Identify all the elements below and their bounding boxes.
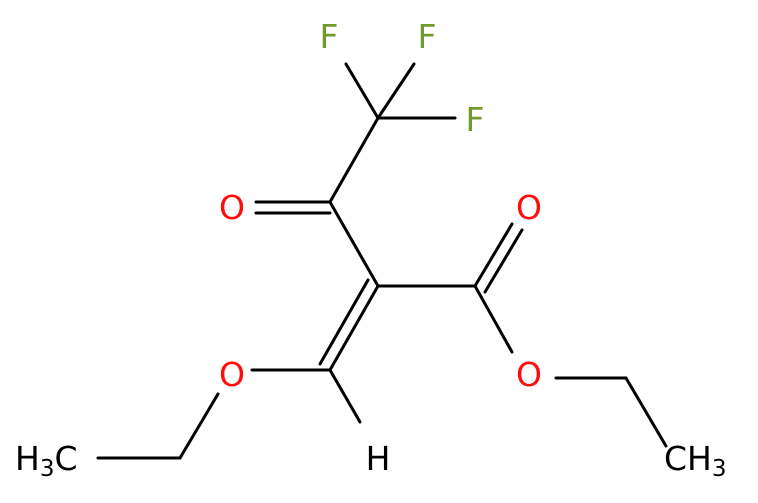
atom-labels: F F F O O O O H H3C CH3 <box>15 17 727 482</box>
bond-ester-c-o <box>473 284 514 354</box>
atom-ch3-left-sub: 3 <box>40 456 55 482</box>
atom-ch3-right-sub: 3 <box>712 456 727 482</box>
atom-o-ester: O <box>516 355 542 394</box>
bond-cf3-f1 <box>344 62 380 120</box>
bond-ester-co-1 <box>473 222 514 288</box>
atom-o-ester-carbonyl: O <box>516 188 542 227</box>
atom-ch3-right-ch: CH <box>664 439 712 478</box>
bond-ketone-central <box>328 200 380 288</box>
bond-ch2-ch3-right <box>624 376 668 448</box>
bond-cf3-ketone-c <box>328 116 380 204</box>
bond-cf3-f2 <box>376 62 416 120</box>
bond-ester-co-2 <box>483 228 524 294</box>
atom-o-ether: O <box>219 355 245 394</box>
atom-ch3-left-h: H <box>15 439 40 478</box>
bond-cc-double-2 <box>318 278 370 366</box>
atom-f2: F <box>418 17 437 56</box>
bond-ether-o-ch2 <box>178 392 220 460</box>
atom-h-vinyl: H <box>366 439 391 478</box>
atom-o-ketone: O <box>219 188 245 227</box>
atom-ch3-right: CH3 <box>664 439 727 482</box>
bonds <box>96 62 668 460</box>
atom-f3: F <box>466 100 485 139</box>
atom-ch3-left-c: C <box>54 439 77 478</box>
bond-vinyl-h <box>328 368 362 424</box>
atom-ch3-left: H3C <box>15 439 78 482</box>
atom-f1: F <box>320 17 339 56</box>
bond-cc-double-1 <box>328 284 380 372</box>
